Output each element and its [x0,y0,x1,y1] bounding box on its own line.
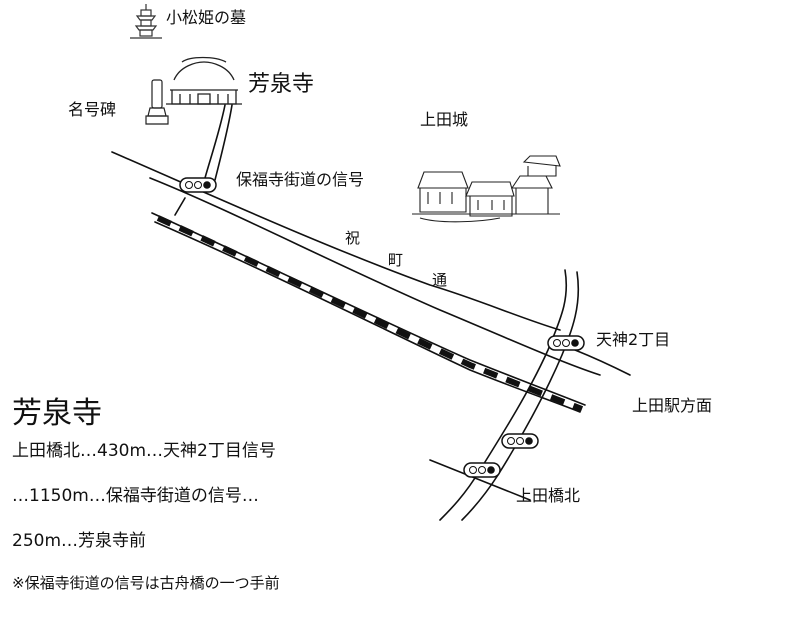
label-road-machi: 町 [388,251,404,269]
uedabashi-cross-road [429,459,531,501]
info-line-3: 250m…芳泉寺前 [12,531,147,551]
label-tenjin-2chome: 天神2丁目 [596,330,671,349]
label-hosenji-map: 芳泉寺 [248,72,315,97]
railway-track [156,215,584,412]
temple-road-right [214,104,233,181]
label-road-dori: 通 [432,271,448,289]
label-hofukuji-signal: 保福寺街道の信号 [236,170,365,189]
label-komatsuhime-grave: 小松姫の墓 [166,8,247,27]
signal-tenjin [547,335,585,351]
temple-road-left [204,104,226,179]
monument-icon [145,79,169,125]
info-title: 芳泉寺 [12,396,102,431]
label-meigohi: 名号碑 [68,100,117,119]
info-line-2: …1150m…保福寺街道の信号… [12,486,259,506]
signal-hofukuji [179,177,217,193]
iwaimachi-road-lower-edge [149,177,601,376]
label-ueda-castle: 上田城 [420,110,469,129]
signal-midway [501,433,539,449]
tenjin-road-right [461,271,580,521]
label-uedabashi-kita: 上田橋北 [516,486,581,505]
label-road-iwai: 祝 [345,229,361,247]
temple-icon [166,56,242,105]
road-east-segment [574,349,631,376]
castle-icon [412,155,561,223]
tenjin-road-left [439,269,568,521]
pagoda-icon [130,4,162,39]
signal-uedabashi [463,462,501,478]
railway-edge-a [151,212,586,406]
info-note: ※保福寺街道の信号は古舟橋の一つ手前 [12,574,280,592]
label-ueda-station-direction: 上田駅方面 [632,396,713,415]
info-line-1: 上田橋北…430m…天神2丁目信号 [12,441,276,461]
side-road [174,197,186,216]
